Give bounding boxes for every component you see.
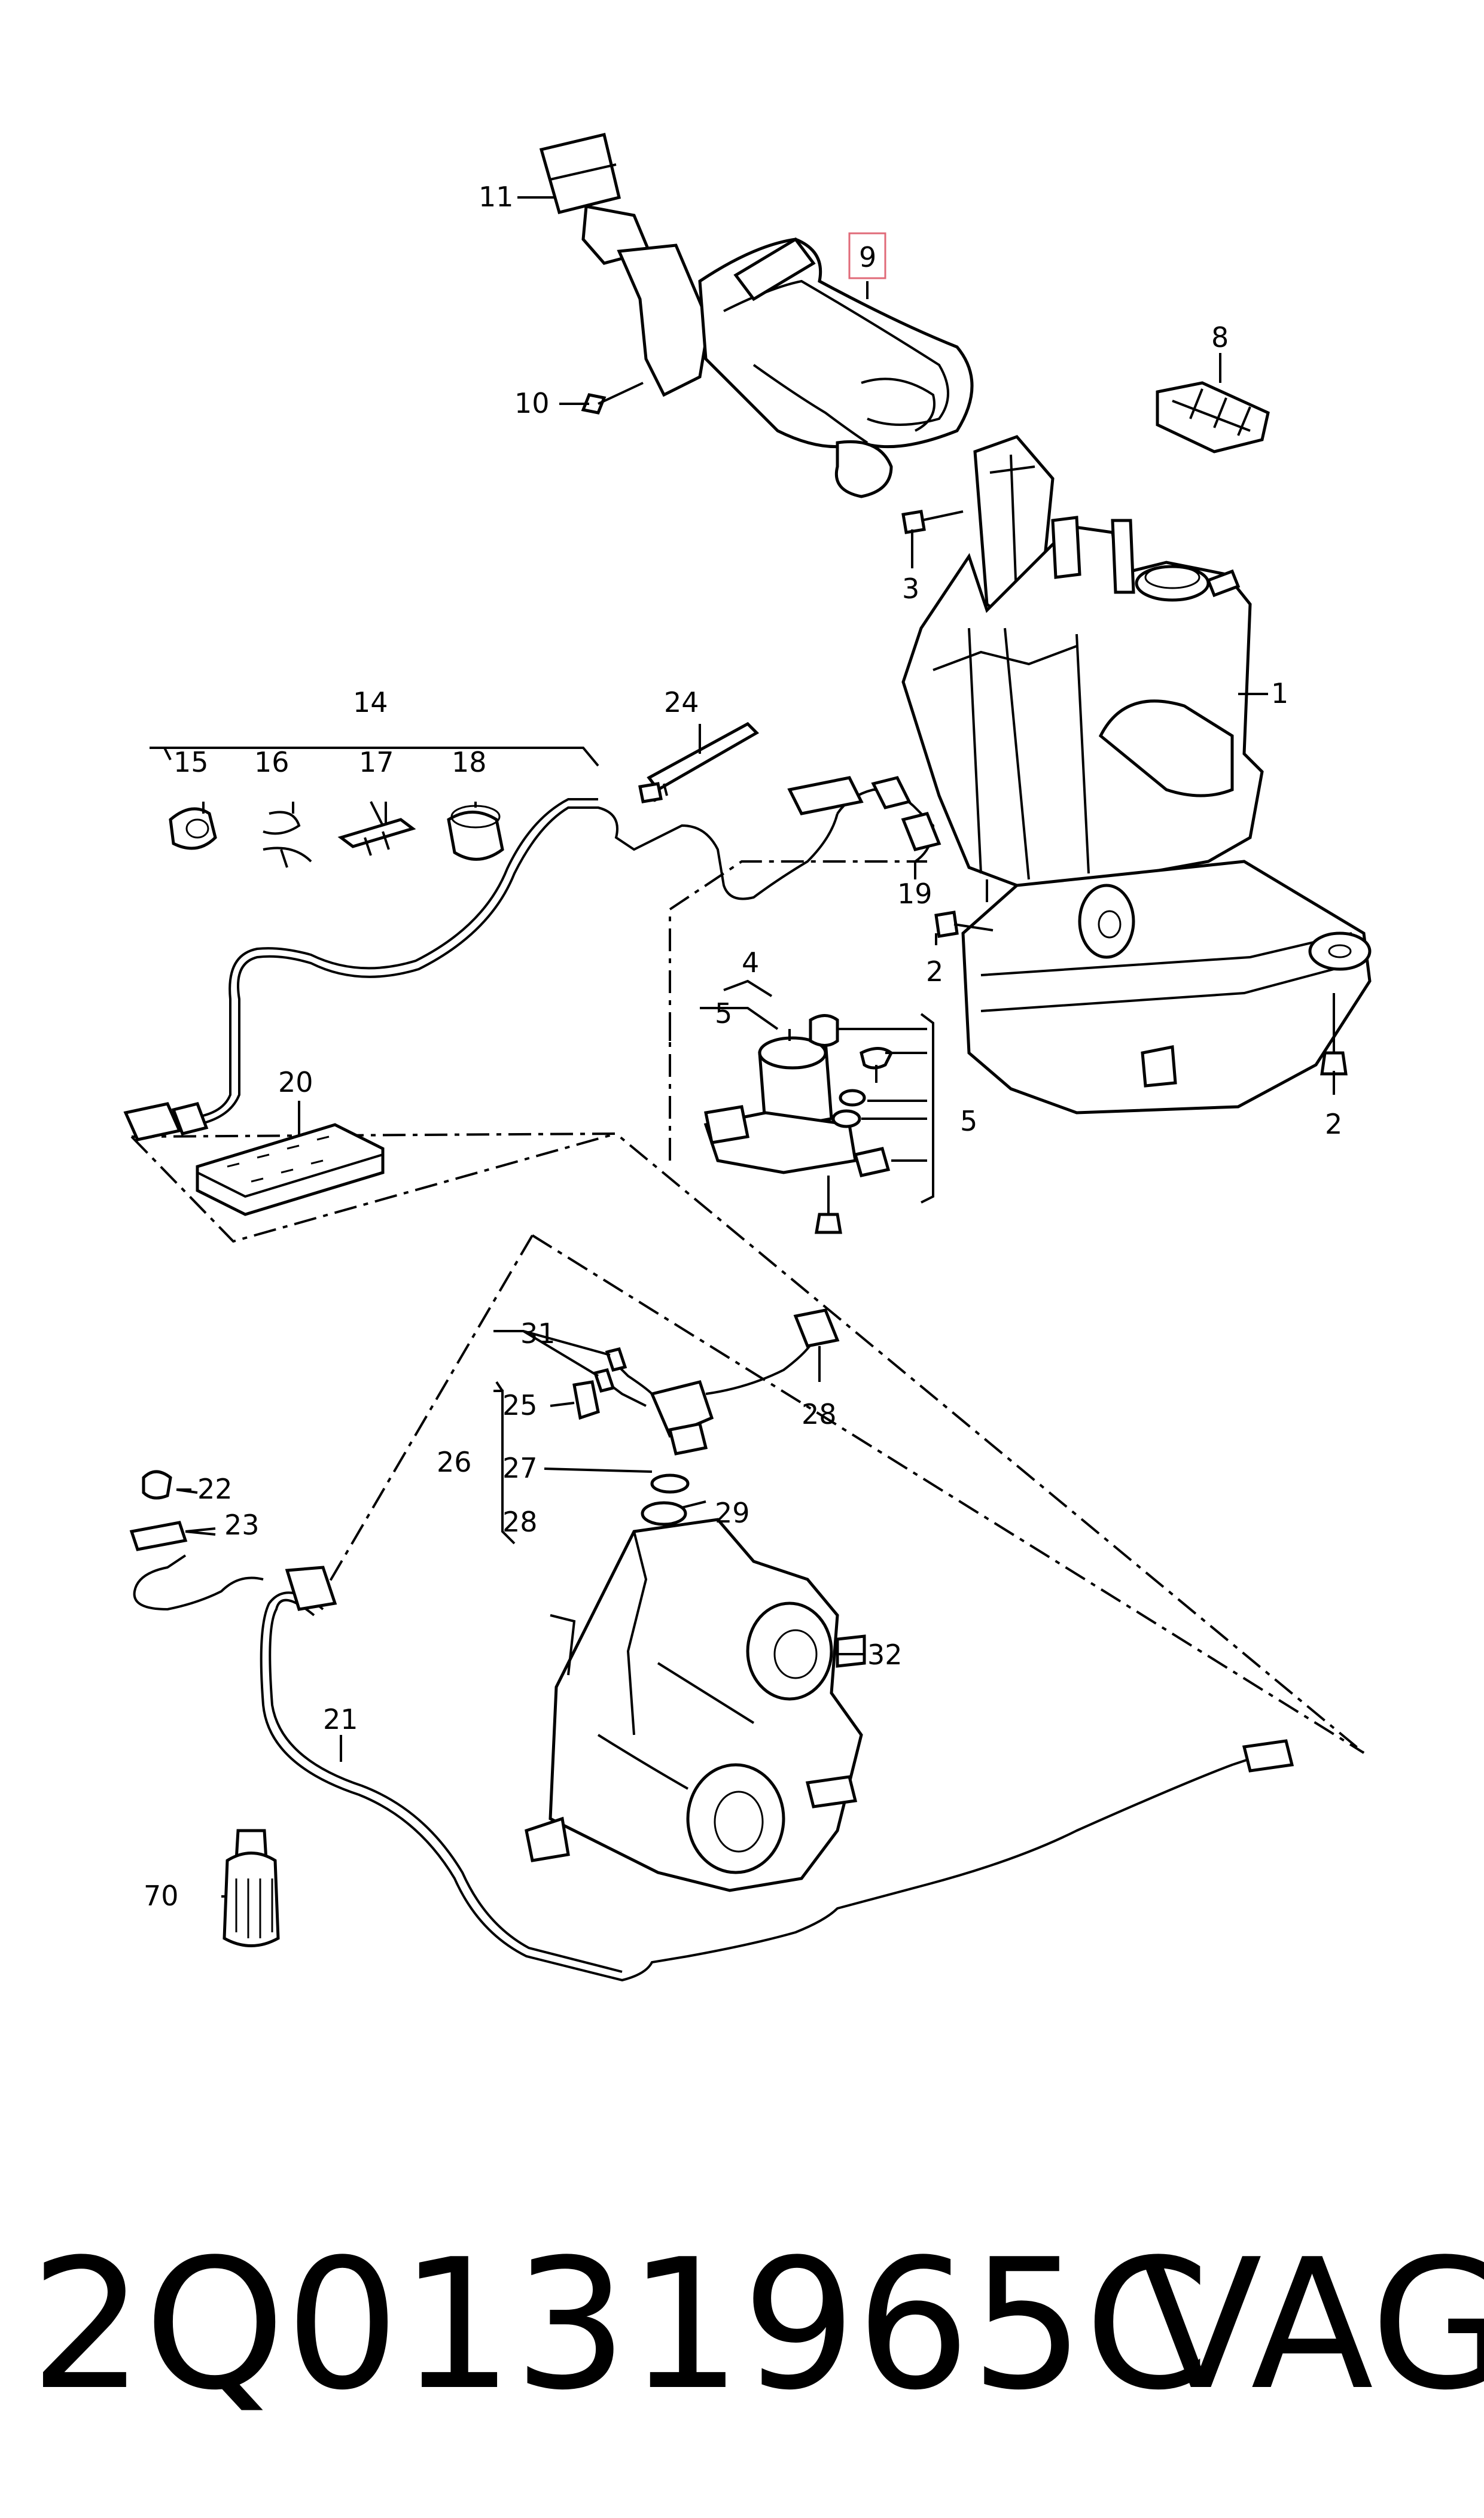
callout-26: 26 (437, 1446, 472, 1478)
callout-15: 15 (173, 746, 209, 778)
part-16-clip (263, 811, 312, 868)
part-8-connector (1156, 381, 1270, 453)
highlight-box-callout-9 (848, 232, 886, 279)
callout-10: 10 (514, 387, 550, 419)
callout-5: 5 (715, 997, 732, 1030)
callout-18: 18 (452, 746, 487, 778)
brand-name: VAG (1139, 2221, 1484, 2429)
callout-5: 5 (960, 1105, 977, 1137)
wiring-harness-upper (123, 747, 941, 1141)
callout-23: 23 (224, 1509, 260, 1541)
part-1-reservoir-tank (901, 435, 1372, 1115)
callout-16: 16 (254, 746, 290, 778)
part-24-bracket (638, 721, 760, 803)
callout-2: 2 (926, 955, 943, 988)
part-4-pump-assembly (700, 979, 934, 1234)
callout-32: 32 (867, 1639, 903, 1671)
part-18-sleeve (447, 805, 504, 861)
part-21-harness-lower (129, 1470, 1294, 1982)
callout-29: 29 (715, 1497, 750, 1529)
callout-21: 21 (323, 1703, 358, 1735)
callout-9: 9 (859, 241, 876, 273)
callout-25: 25 (502, 1389, 538, 1421)
callout-27: 27 (502, 1452, 538, 1484)
callout-19: 19 (897, 878, 933, 910)
part-15-clip (169, 807, 217, 850)
bolt-2-right (1320, 993, 1348, 1076)
callout-28: 28 (502, 1506, 538, 1538)
callout-22: 22 (197, 1473, 233, 1505)
callout-24: 24 (664, 686, 699, 718)
callout-11: 11 (479, 181, 514, 213)
callout-8: 8 (1211, 321, 1229, 354)
part-70-fluid-bottle (223, 1829, 280, 1947)
part-17-holder (337, 801, 416, 856)
part-number: 2Q0131965C (30, 2221, 1210, 2429)
assembly-dashed-outline (130, 860, 1365, 1754)
callout-labels: 1 2 2 3 4 5 5 8 9 10 11 14 15 16 17 18 1… (144, 181, 1342, 1912)
callout-28: 28 (802, 1398, 837, 1430)
leader-lines (176, 196, 1335, 1898)
part-9-hose-assembly (539, 132, 974, 498)
part-32-exhaust-housing (525, 1518, 866, 1892)
bolt-2-left (934, 911, 994, 938)
part-20-control-module (196, 1123, 385, 1216)
callout-17: 17 (359, 746, 394, 778)
callout-2: 2 (1325, 1108, 1342, 1140)
callout-31: 31 (520, 1317, 556, 1350)
callout-70: 70 (144, 1880, 179, 1912)
callout-3: 3 (902, 573, 919, 605)
callout-20: 20 (278, 1066, 313, 1098)
callout-1: 1 (1271, 677, 1288, 710)
callout-4: 4 (742, 946, 759, 979)
part-28-sensor-cable (572, 1308, 840, 1526)
callout-14: 14 (353, 686, 388, 718)
